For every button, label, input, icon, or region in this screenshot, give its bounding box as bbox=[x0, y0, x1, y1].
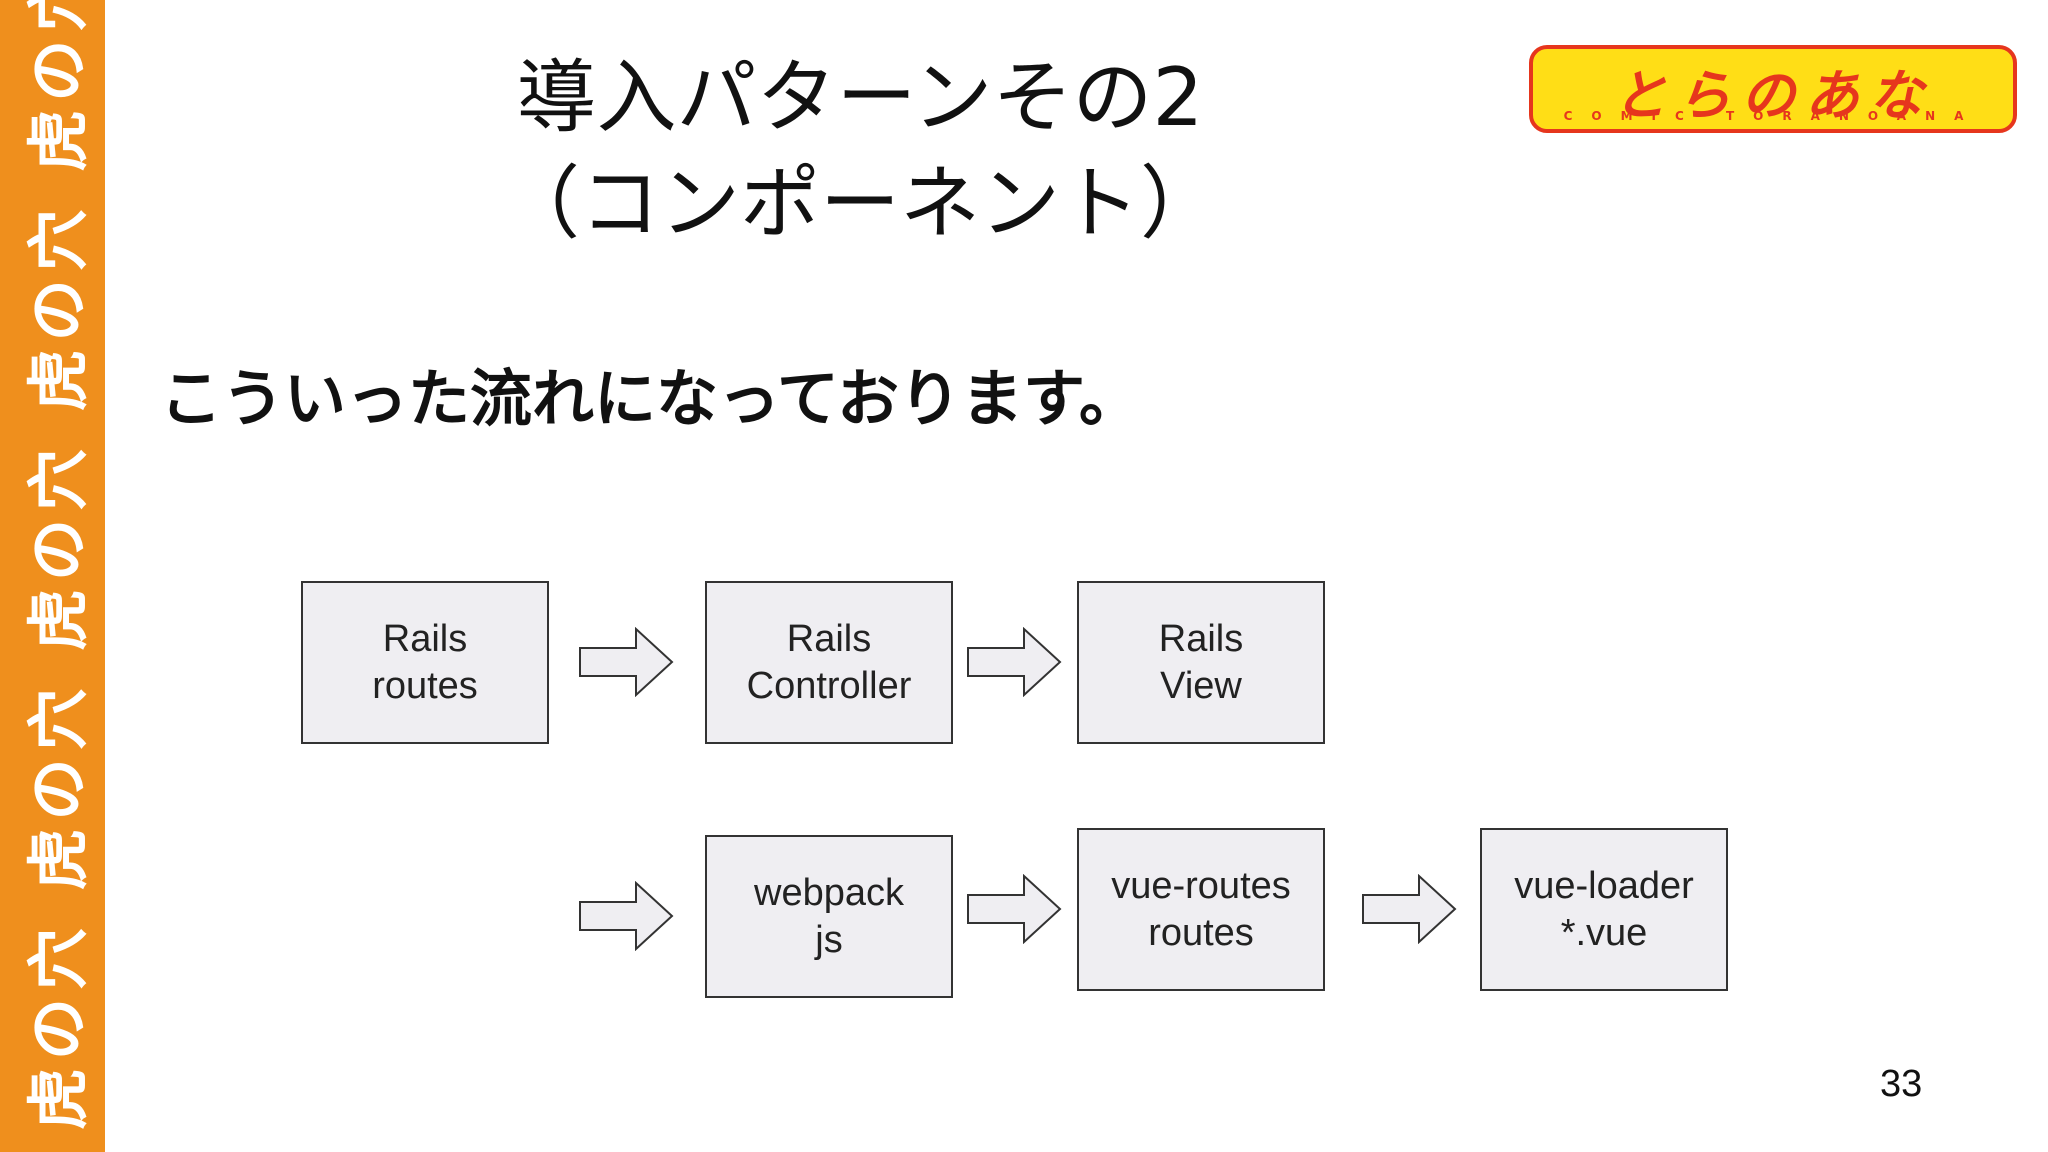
arrow-right-icon bbox=[967, 627, 1062, 697]
slide-title-line1: 導入パターンその2 bbox=[516, 51, 1204, 144]
box-line2: routes bbox=[372, 664, 478, 707]
box-line1: Rails bbox=[1158, 617, 1244, 660]
box-line2: js bbox=[815, 918, 843, 961]
box-rails-routes: Rails routes bbox=[301, 581, 549, 744]
box-line1: vue-routes bbox=[1111, 864, 1291, 907]
arrow-right-icon bbox=[1362, 874, 1457, 944]
box-vue-loader: vue-loader *.vue bbox=[1480, 828, 1728, 991]
box-rails-controller: Rails Controller bbox=[705, 581, 953, 744]
box-line2: View bbox=[1160, 664, 1242, 707]
box-line2: Controller bbox=[746, 664, 912, 707]
box-line1: Rails bbox=[786, 617, 872, 660]
box-line1: Rails bbox=[382, 617, 468, 660]
page-number: 33 bbox=[1880, 1063, 1923, 1105]
box-line2: routes bbox=[1148, 911, 1254, 954]
logo-sub-text: COMIC TORANOANA bbox=[1563, 109, 1983, 123]
logo-main-text: とらのあな bbox=[1613, 64, 1933, 127]
toranoana-logo: とらのあな COMIC TORANOANA bbox=[1529, 45, 2017, 133]
slide-subtitle: こういった流れになっております。 bbox=[160, 362, 1141, 435]
box-line2: *.vue bbox=[1560, 911, 1648, 954]
slide-title: 導入パターンその2 （コンポーネント） bbox=[460, 45, 1260, 257]
box-line1: webpack bbox=[754, 871, 904, 914]
arrow-right-icon bbox=[967, 874, 1062, 944]
box-vue-routes: vue-routes routes bbox=[1077, 828, 1325, 991]
box-webpack-js: webpack js bbox=[705, 835, 953, 998]
side-band-text: 虎の穴 虎の穴 虎の穴 虎の穴 虎の穴 bbox=[22, 0, 95, 1130]
arrow-right-icon bbox=[579, 627, 674, 697]
box-line1: vue-loader bbox=[1514, 864, 1694, 907]
arrow-right-icon bbox=[579, 881, 674, 951]
box-rails-view: Rails View bbox=[1077, 581, 1325, 744]
slide-title-line2: （コンポーネント） bbox=[500, 157, 1220, 250]
decorative-side-band: 虎の穴 虎の穴 虎の穴 虎の穴 虎の穴 bbox=[0, 0, 105, 1152]
